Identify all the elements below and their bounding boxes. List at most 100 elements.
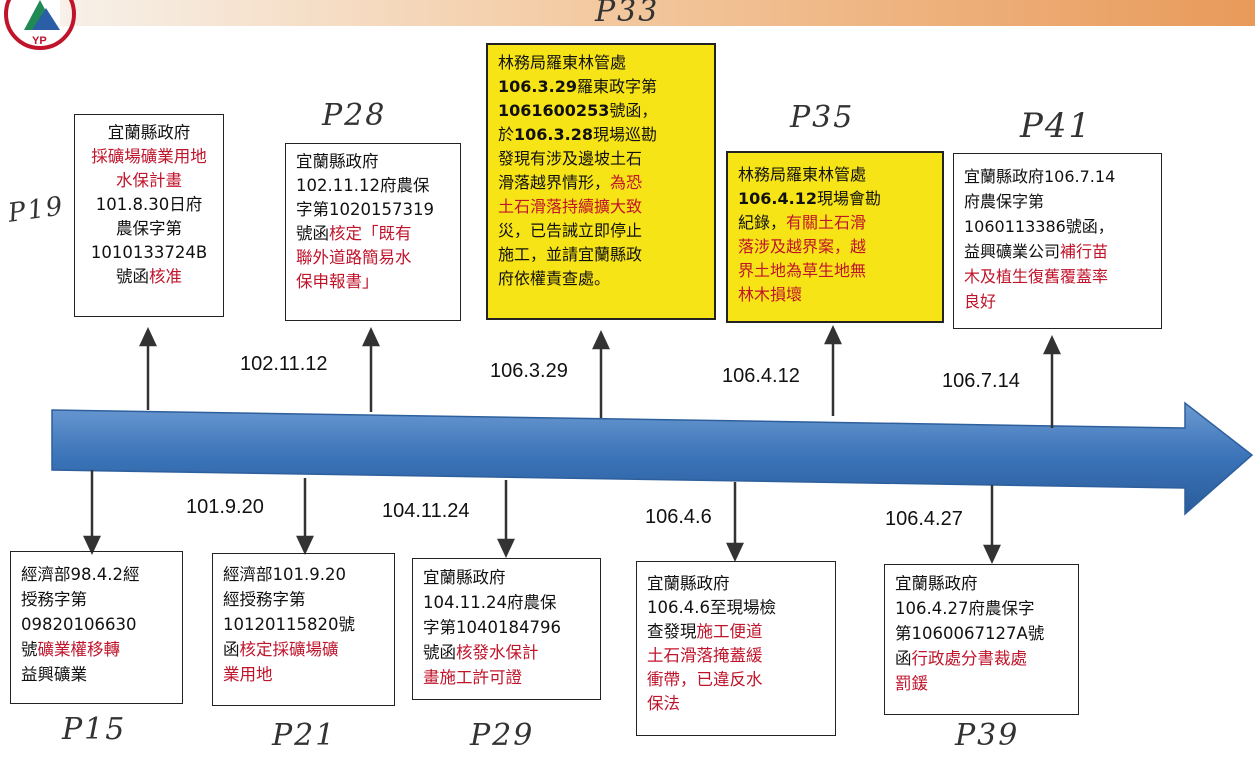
event-text: 101.8.30日府: [95, 195, 203, 214]
date-label-a5: 106.7.14: [942, 370, 1020, 392]
date-label-b5: 106.4.27: [885, 508, 963, 530]
highlight-text: 衝帶，已違反水: [647, 670, 763, 689]
highlight-text: 施工便道: [696, 622, 763, 641]
event-text: 查發現: [647, 622, 697, 641]
event-text-line: 1010133724B: [85, 241, 213, 265]
highlight-text: 畫施工許可證: [423, 668, 522, 687]
date-label-b3: 104.11.24: [382, 500, 470, 522]
event-text-line: 罰鍰: [895, 671, 1068, 696]
highlight-text: 木及植生復舊覆蓋率: [964, 267, 1109, 286]
event-text: 府依權責查處。: [498, 269, 611, 288]
event-text: 已告誡立即停止: [530, 221, 643, 240]
event-text-line: 號函核發水保計: [423, 640, 590, 665]
event-text-line: 落涉及越界案，越: [738, 235, 932, 259]
event-text: 106.4.27府農保字: [895, 599, 1035, 618]
event-text-line: 字第1040184796: [423, 615, 590, 640]
event-text: 函: [223, 640, 240, 659]
event-box-a1: 宜蘭縣政府採礦場礦業用地水保計畫 101.8.30日府農保字第 1010133724…: [74, 114, 224, 317]
event-text-line: 106.4.27府農保字: [895, 596, 1068, 621]
event-text-line: 紀錄，有關土石滑: [738, 211, 932, 235]
highlight-text: 罰鍰: [895, 674, 928, 693]
highlight-text: 聯外道路簡易水: [296, 248, 412, 267]
highlight-text: 林木損壞: [738, 285, 803, 304]
event-text-line: 災，已告誡立即停止: [498, 219, 704, 243]
highlight-text: 行政處分書裁處: [911, 649, 1028, 668]
highlight-text: 核定「既有: [329, 224, 412, 243]
highlight-text: 界土地為草生地無: [738, 261, 867, 280]
event-text: 函: [895, 649, 912, 668]
event-text-line: 滑落越界情形，為恐: [498, 171, 704, 195]
event-text-line: 1061600253號函，: [498, 99, 704, 123]
event-text-line: 號函核定「既有: [296, 222, 450, 246]
event-text-line: 106.3.29羅東政字第: [498, 75, 704, 99]
event-text: 104.11.24府農保: [423, 593, 557, 612]
event-text: 經授務字第: [223, 590, 306, 609]
event-text: 號函: [423, 643, 456, 662]
event-text-line: 林務局羅東林管處: [738, 163, 932, 187]
event-text: 宜蘭縣政府: [647, 574, 730, 593]
event-text: 宜蘭縣政府106.7.14: [964, 167, 1116, 186]
event-text-line: 經授務字第: [223, 587, 384, 612]
event-text: 號函，: [609, 101, 658, 120]
event-text-line: 10120115820號: [223, 612, 384, 637]
event-text: 農保字第: [116, 219, 182, 238]
event-text: 09820106630: [21, 615, 137, 634]
event-text-line: 查發現施工便道: [647, 620, 825, 644]
event-text: 106.3.29: [498, 77, 577, 96]
event-text: 經濟部98.4.2經: [21, 565, 140, 584]
event-text: 於: [498, 125, 515, 144]
event-text: 益興礦業: [21, 665, 87, 684]
event-text: 號函: [116, 267, 149, 286]
event-box-b5: 宜蘭縣政府 106.4.27府農保字第1060067127A號函行政處分書裁處罰鍰: [884, 564, 1079, 715]
highlight-text: 良好: [964, 292, 997, 311]
event-text-line: 水保計畫: [85, 169, 213, 193]
highlight-text: 核准: [149, 267, 182, 286]
header-band: [60, 0, 1255, 26]
event-text-line: 府農保字第: [964, 189, 1151, 214]
event-text: 宜蘭縣政府: [296, 152, 379, 171]
event-text: 號: [21, 640, 38, 659]
event-text-line: 宜蘭縣政府: [85, 121, 213, 145]
event-text-line: 界土地為草生地無: [738, 259, 932, 283]
highlight-text: 採: [91, 147, 108, 166]
page-ref-b5: P39: [955, 718, 1020, 753]
event-text-line: 102.11.12府農保: [296, 174, 450, 198]
event-text-line: 號函核准: [85, 265, 213, 289]
event-text: 經濟部101.9.20: [223, 565, 346, 584]
page-ref-b3: P29: [470, 718, 535, 753]
event-text: 施工，並請宜蘭縣政: [498, 245, 643, 264]
page-ref-a4: P35: [790, 100, 855, 135]
event-text-line: 府依權責查處。: [498, 267, 704, 291]
highlight-text: 保法: [647, 694, 680, 713]
event-text-line: 木及植生復舊覆蓋率: [964, 264, 1151, 289]
event-text-line: 畫施工許可證: [423, 665, 590, 690]
connector-arrows: [83, 325, 1061, 564]
highlight-text: 業用地: [223, 665, 273, 684]
page-ref-b1: P15: [62, 712, 127, 747]
event-text: 林務局羅東林管處: [738, 165, 867, 184]
event-text: 106.4.12: [738, 189, 817, 208]
event-text: 紀錄，: [738, 213, 787, 232]
event-text: 1061600253: [498, 101, 610, 120]
event-text: 羅東政字第: [576, 77, 657, 96]
date-label-b4: 106.4.6: [645, 506, 712, 528]
highlight-text: 核發水保計: [456, 643, 539, 662]
event-text: 106.3.28: [514, 125, 593, 144]
event-text: 府農保字第: [964, 192, 1045, 211]
event-text-line: 經濟部98.4.2經: [21, 562, 172, 587]
event-text-line: 保申報書」: [296, 270, 450, 294]
event-text-line: 經濟部101.9.20: [223, 562, 384, 587]
event-text: 第1060067127A號: [895, 624, 1045, 643]
event-text-line: 號礦業權移轉: [21, 637, 172, 662]
event-text-line: 於106.3.28現場巡勘: [498, 123, 704, 147]
event-text-line: 益興礦業公司補行苗: [964, 239, 1151, 264]
event-text: 宜蘭縣政府: [895, 574, 978, 593]
event-text-line: 第1060067127A號: [895, 621, 1068, 646]
event-text-line: 106.4.6至現場檢: [647, 596, 825, 620]
highlight-text: 礦場礦業用地: [107, 147, 207, 166]
